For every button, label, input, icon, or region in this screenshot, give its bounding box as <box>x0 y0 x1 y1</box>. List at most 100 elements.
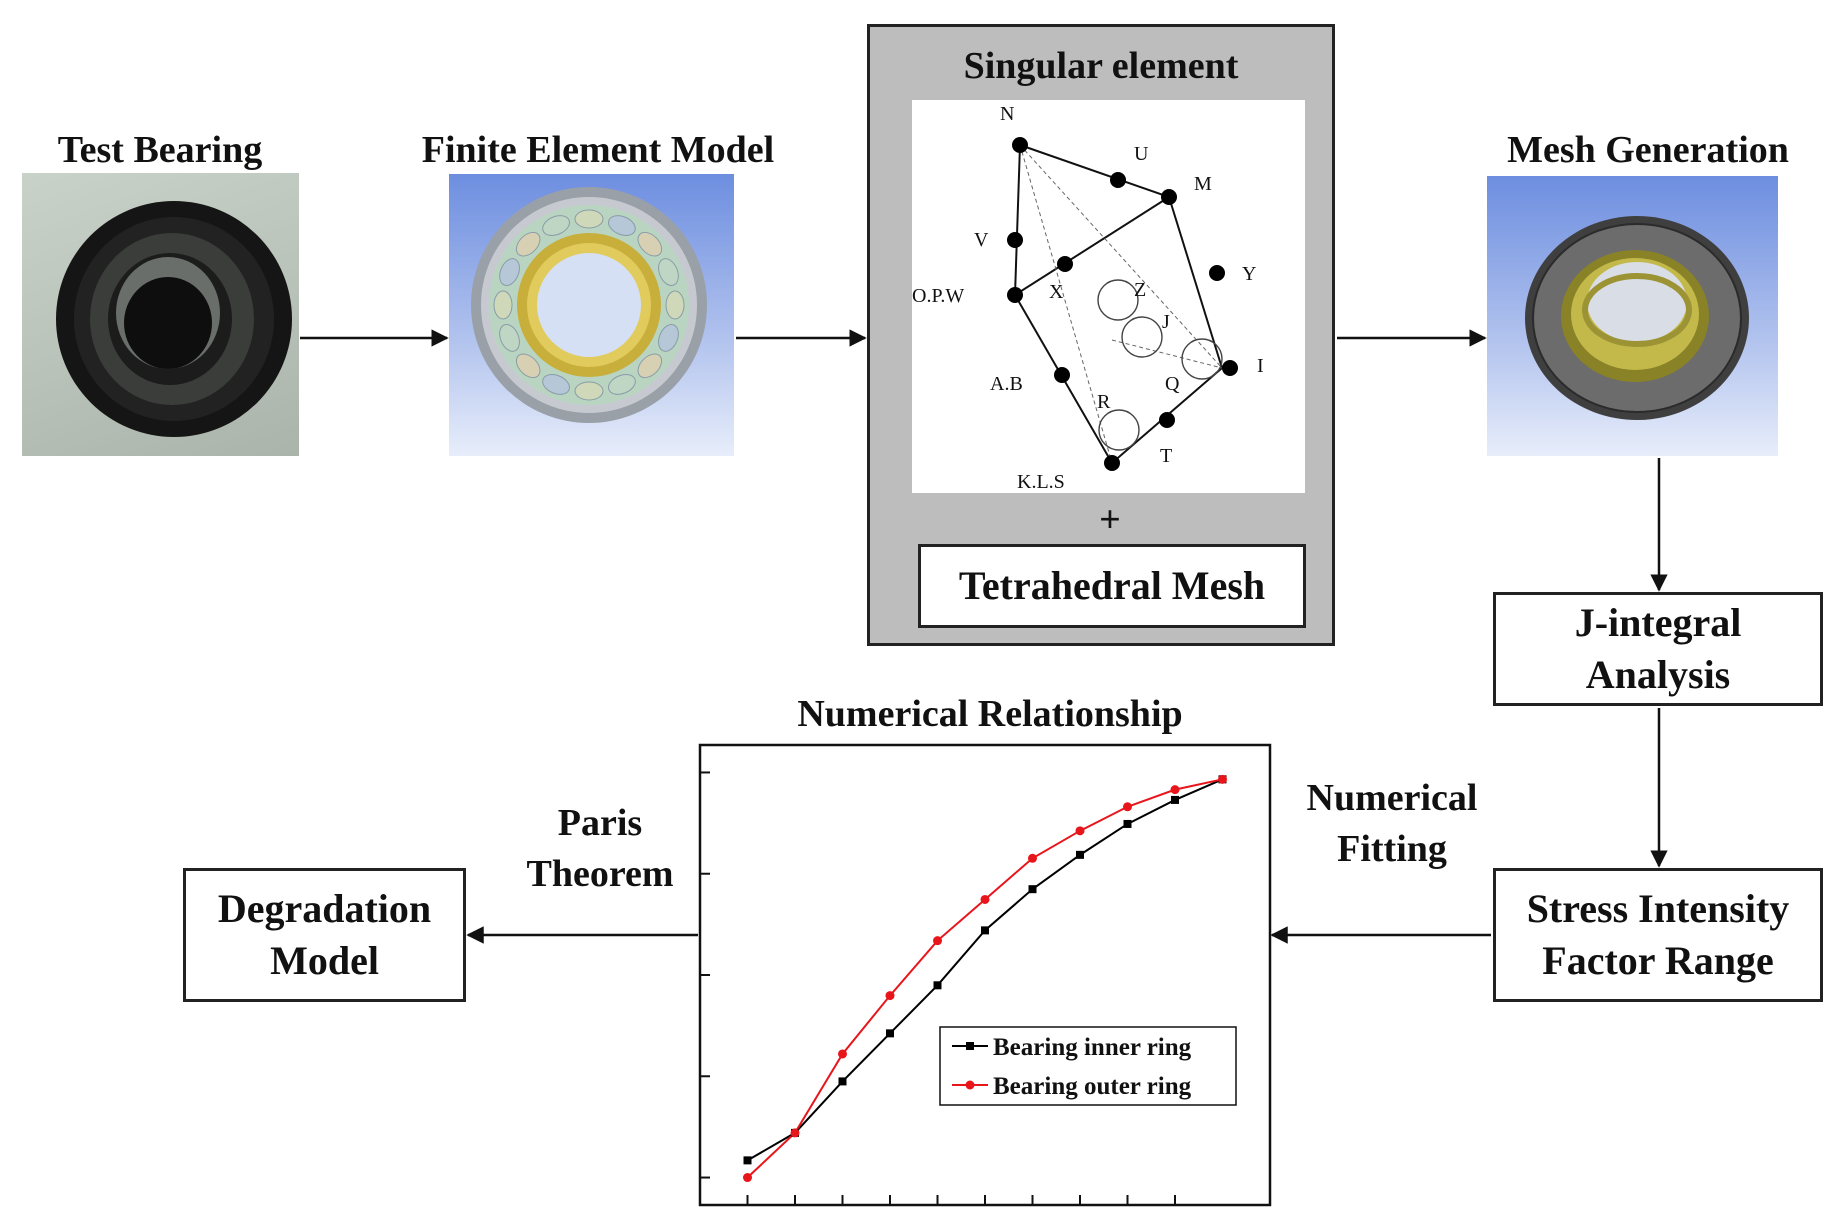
data-point-outer-ring <box>885 991 895 1001</box>
singular-circle <box>1121 316 1163 358</box>
node <box>1007 232 1023 248</box>
node <box>1159 412 1175 428</box>
node-label: U <box>1134 143 1149 165</box>
node <box>1012 137 1028 153</box>
legend-marker-inner <box>966 1042 974 1050</box>
node <box>1209 265 1225 281</box>
roller <box>499 258 520 286</box>
roller <box>515 231 541 257</box>
fitting-line2: Fitting <box>1337 828 1447 871</box>
sif-line1: Stress Intensity <box>1526 886 1790 931</box>
data-point-outer-ring <box>1123 802 1132 812</box>
data-point-outer-ring <box>933 936 942 946</box>
data-point-outer-ring <box>1170 785 1180 795</box>
data-point-inner-ring <box>1218 775 1227 784</box>
data-point-inner-ring <box>886 1029 894 1038</box>
singular-circle <box>1181 338 1223 380</box>
paris-theorem-label: Paris Theorem <box>500 798 700 901</box>
sif-line2: Factor Range <box>1542 938 1774 983</box>
tetrahedral-mesh-box: Tetrahedral Mesh <box>918 544 1306 628</box>
element-edge <box>1014 196 1170 296</box>
node <box>1007 287 1023 303</box>
j-integral-line2: Analysis <box>1585 652 1731 697</box>
data-point-inner-ring <box>838 1077 847 1086</box>
legend-marker-outer <box>965 1080 975 1090</box>
numerical-fitting-label: Numerical Fitting <box>1282 773 1502 876</box>
node-label: T <box>1160 445 1172 467</box>
series-line-inner-ring <box>746 778 1223 1162</box>
roller <box>499 324 520 352</box>
fem-bearing-drawing <box>471 187 707 423</box>
node-label: I <box>1257 355 1264 377</box>
mesh-generation-image <box>1487 176 1778 456</box>
roller <box>515 353 541 379</box>
singular-circle <box>1097 279 1139 321</box>
data-point-outer-ring <box>1218 774 1227 784</box>
data-point-inner-ring <box>981 926 989 935</box>
data-point-outer-ring <box>1075 826 1085 836</box>
node-label: J <box>1162 311 1170 333</box>
roller <box>658 258 679 286</box>
singular-element-label: Singular element <box>963 45 1239 87</box>
singular-element-canvas: N U M V O.P.W X Z J Y I Q A.B R T K.L.S <box>912 100 1305 493</box>
data-point-inner-ring <box>1028 885 1037 894</box>
data-point-inner-ring <box>933 981 942 990</box>
chart-frame <box>698 743 1272 1207</box>
bearing-photo-drawing <box>56 201 292 437</box>
data-point-outer-ring <box>838 1049 847 1059</box>
data-point-inner-ring <box>743 1156 752 1165</box>
mesh-generation-label: Mesh Generation <box>1507 129 1789 171</box>
data-point-outer-ring <box>790 1128 800 1138</box>
singular-element-drawing: N U M V O.P.W X Z J Y I Q A.B R T K.L.S <box>912 103 1264 493</box>
roller <box>637 231 663 257</box>
data-point-outer-ring <box>1028 853 1037 863</box>
node <box>1054 367 1070 383</box>
roller <box>574 209 604 229</box>
roller <box>542 374 570 395</box>
data-point-outer-ring <box>743 1173 752 1183</box>
roller <box>574 381 604 401</box>
paris-line1: Paris <box>557 802 643 844</box>
roller <box>608 215 636 236</box>
node <box>1222 360 1238 376</box>
roller <box>608 374 636 395</box>
j-integral-box: J-integral Analysis <box>1493 592 1823 706</box>
chart-legend <box>939 1026 1237 1106</box>
fem-model-image <box>449 174 734 456</box>
node-label: O.P.W <box>912 285 964 307</box>
node <box>1161 189 1177 205</box>
node-label: N <box>1000 103 1014 125</box>
stress-intensity-box: Stress Intensity Factor Range <box>1493 868 1823 1002</box>
node-label: Y <box>1242 263 1256 285</box>
roller <box>493 290 513 320</box>
element-outline <box>1013 143 1224 465</box>
node-label: X <box>1049 281 1064 303</box>
node-label: K.L.S <box>1017 471 1065 493</box>
legend-label-inner: Bearing inner ring <box>993 1034 1192 1061</box>
roller <box>665 290 685 320</box>
degradation-line2: Model <box>270 938 379 983</box>
degradation-line1: Degradation <box>217 886 432 931</box>
roller <box>637 353 663 379</box>
plus-sign: + <box>1099 499 1121 541</box>
singular-circle <box>1098 409 1140 451</box>
node <box>1110 172 1126 188</box>
numerical-relationship-label: Numerical Relationship <box>797 693 1183 735</box>
roller <box>542 215 570 236</box>
series-line-outer-ring <box>746 778 1223 1179</box>
test-bearing-label: Test Bearing <box>57 129 263 171</box>
node-label: Z <box>1134 279 1146 301</box>
data-point-inner-ring <box>1076 850 1084 859</box>
data-point-inner-ring <box>1123 819 1132 828</box>
test-bearing-photo <box>22 173 299 456</box>
legend-label-outer: Bearing outer ring <box>993 1073 1192 1100</box>
node <box>1057 256 1073 272</box>
data-point-outer-ring <box>980 894 990 904</box>
fem-label: Finite Element Model <box>421 129 775 171</box>
data-point-inner-ring <box>791 1128 799 1137</box>
data-point-inner-ring <box>1171 795 1179 804</box>
node-label: A.B <box>990 373 1023 395</box>
node-label: M <box>1194 173 1212 195</box>
roller <box>658 324 679 352</box>
paris-line2: Theorem <box>526 853 674 896</box>
